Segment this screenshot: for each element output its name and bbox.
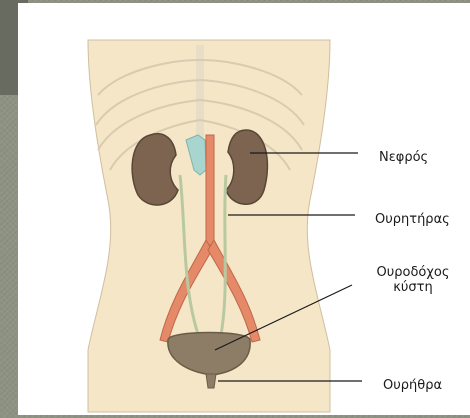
urinary-system-diagram: [18, 3, 470, 415]
urethra: [206, 374, 216, 388]
bladder-label: Ουροδόχος κύστη: [372, 265, 454, 295]
ureter-label: Ουρητήρας: [375, 212, 450, 227]
urethra-label: Ουρήθρα: [383, 378, 442, 393]
kidney-label: Νεφρός: [379, 150, 428, 165]
diagram-panel: Νεφρός Ουρητήρας Ουροδόχος κύστη Ουρήθρα: [18, 3, 470, 415]
